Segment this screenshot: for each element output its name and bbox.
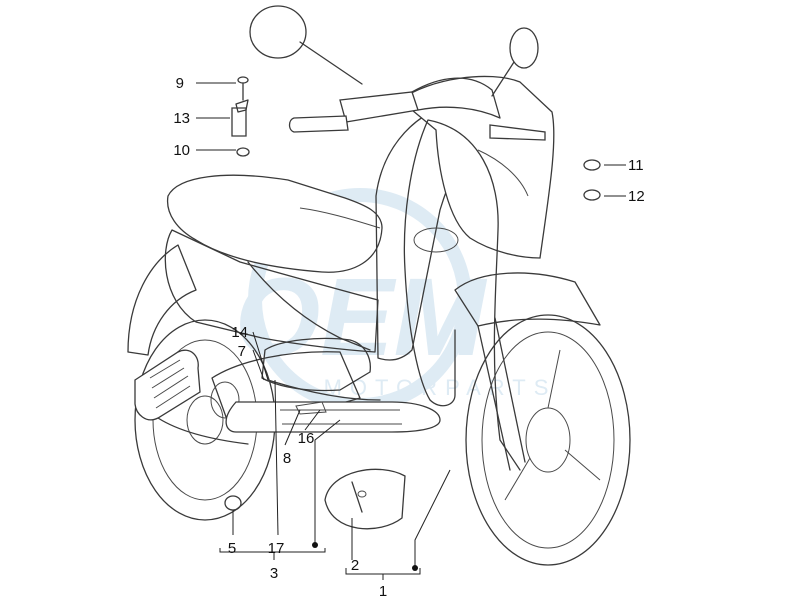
- front-fairing-lamp: [413, 227, 459, 253]
- front-wheel: [465, 314, 631, 566]
- part-10-nut: [236, 147, 250, 157]
- part-13-pin: [231, 99, 249, 137]
- scooter-illustration: [127, 5, 631, 566]
- callout-1: 1: [379, 583, 387, 600]
- callout-14: 14: [231, 324, 248, 341]
- callout-11: 11: [628, 157, 644, 174]
- callout-13: 13: [173, 110, 190, 127]
- rear-body: [164, 229, 379, 353]
- seat: [166, 174, 383, 273]
- footboard: [225, 401, 441, 433]
- part-12-clip: [583, 189, 601, 201]
- handlebar: [288, 77, 546, 141]
- callout-dot-1: [412, 565, 418, 571]
- mirror-right: [491, 27, 539, 97]
- rear-fender: [127, 244, 197, 356]
- front-fender: [454, 272, 601, 327]
- callout-17: 17: [268, 540, 285, 557]
- part-9-bolt: [237, 76, 249, 101]
- callout-7: 7: [238, 343, 246, 360]
- side-panel: [247, 261, 371, 351]
- part-5-clip: [224, 495, 242, 511]
- callout-12: 12: [628, 188, 645, 205]
- muffler: [134, 349, 249, 445]
- mirror-left: [249, 5, 363, 85]
- callout-5: 5: [228, 540, 236, 557]
- callout-dot-3: [312, 542, 318, 548]
- callout-9: 9: [176, 75, 184, 92]
- callout-16: 16: [298, 430, 315, 447]
- callout-leaders: [196, 82, 626, 580]
- watermark-logo: OEM: [235, 256, 488, 379]
- detail-inset-2: [324, 468, 406, 530]
- brake-cable: [403, 119, 521, 471]
- floor-tunnel: [261, 337, 371, 392]
- front-fairing: [398, 75, 555, 259]
- callout-10: 10: [173, 142, 190, 159]
- callout-3: 3: [270, 565, 278, 582]
- callout-2: 2: [351, 557, 359, 574]
- callout-labels: 9 13 10 11 12 14 7 8 16 5 17 3 2 1: [173, 75, 644, 600]
- engine-cover: [210, 381, 240, 419]
- part-11-clip: [583, 159, 601, 171]
- callout-8: 8: [283, 450, 291, 467]
